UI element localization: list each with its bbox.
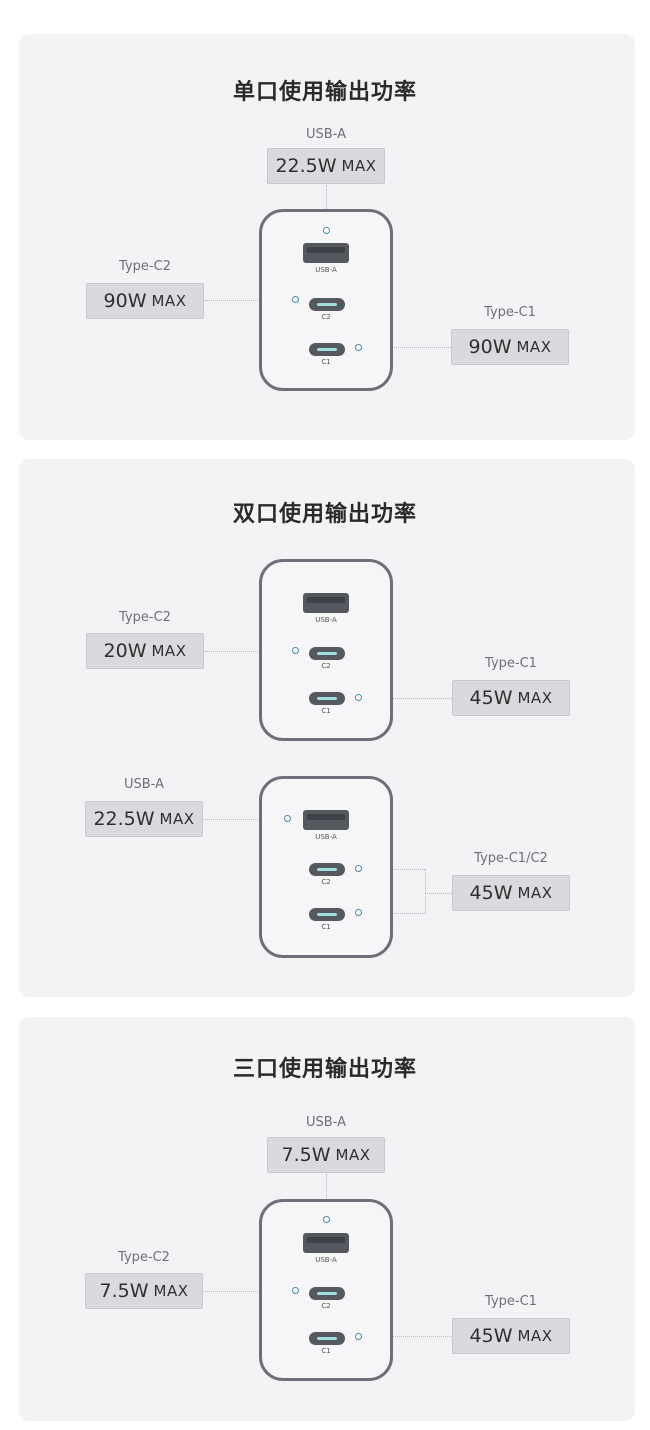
usb-a-port-icon — [303, 593, 349, 613]
watt-value: 90W — [468, 336, 512, 358]
watt-max: MAX — [335, 1146, 371, 1164]
c2-port-label: C2 — [321, 313, 331, 321]
watt-value: 45W — [469, 882, 513, 904]
usb-c-port-icon — [309, 908, 345, 921]
port-dot-icon — [292, 1287, 299, 1294]
leader-line — [362, 347, 451, 348]
usb-a-port-icon — [303, 1233, 349, 1253]
c2-port-label: C2 — [321, 878, 331, 886]
port-dot-icon — [355, 344, 362, 351]
watt-max: MAX — [517, 689, 553, 707]
watt-value: 45W — [469, 1325, 513, 1347]
charger-diagram: USB-A C2 C1 — [259, 559, 393, 741]
watt-value: 22.5W — [275, 155, 337, 177]
port-dot-icon — [284, 815, 291, 822]
usb-a-port-icon — [303, 243, 349, 263]
leader-line — [425, 869, 426, 913]
port-dot-icon — [355, 1333, 362, 1340]
leader-line — [326, 1174, 327, 1216]
port-dot-icon — [292, 296, 299, 303]
watt-max: MAX — [517, 1327, 553, 1345]
leader-line — [425, 893, 452, 894]
c1-port-label: C1 — [321, 1347, 331, 1355]
port-dot-icon — [292, 647, 299, 654]
port-name-usba: USB-A — [306, 127, 346, 142]
watt-max: MAX — [341, 157, 377, 175]
charger-diagram: USB-A C2 C1 — [259, 1199, 393, 1381]
port-name-c2: Type-C2 — [118, 1250, 170, 1265]
watt-value: 20W — [103, 640, 147, 662]
c2-port-label: C2 — [321, 1302, 331, 1310]
usb-c-port-icon — [309, 343, 345, 356]
watt-max: MAX — [517, 884, 553, 902]
usb-c-port-icon — [309, 647, 345, 660]
port-name-c2: Type-C2 — [119, 610, 171, 625]
usb-a-port-label: USB-A — [315, 616, 337, 624]
port-name-c1: Type-C1 — [485, 656, 537, 671]
watt-max: MAX — [151, 292, 187, 310]
section-title-triple: 三口使用输出功率 — [232, 1057, 417, 1082]
watt-value: 45W — [469, 687, 513, 709]
usb-c-port-icon — [309, 1332, 345, 1345]
watt-max: MAX — [516, 338, 552, 356]
usb-a-port-label: USB-A — [315, 1256, 337, 1264]
leader-line — [204, 300, 292, 301]
usb-c-port-icon — [309, 298, 345, 311]
watt-value: 22.5W — [93, 808, 155, 830]
watt-max: MAX — [159, 810, 195, 828]
leader-line — [203, 819, 284, 820]
watt-value: 7.5W — [99, 1280, 149, 1302]
c1-port-label: C1 — [321, 358, 331, 366]
port-name-c1: Type-C1 — [484, 305, 536, 320]
port-name-c1c2: Type-C1/C2 — [474, 851, 548, 866]
leader-line — [362, 869, 425, 870]
c1-port-label: C1 — [321, 707, 331, 715]
usb-a-port-icon — [303, 810, 349, 830]
port-dot-icon — [355, 909, 362, 916]
port-dot-icon — [355, 694, 362, 701]
leader-line — [362, 1336, 452, 1337]
usb-c-port-icon — [309, 1287, 345, 1300]
c2-port-label: C2 — [321, 662, 331, 670]
usb-a-port-label: USB-A — [315, 266, 337, 274]
watt-value: 7.5W — [281, 1144, 331, 1166]
port-name-c1: Type-C1 — [485, 1294, 537, 1309]
usb-a-port-label: USB-A — [315, 833, 337, 841]
watt-value: 90W — [103, 290, 147, 312]
leader-line — [362, 698, 452, 699]
watt-max: MAX — [151, 642, 187, 660]
port-dot-icon — [323, 1216, 330, 1223]
port-name-usba: USB-A — [124, 777, 164, 792]
leader-line — [204, 651, 292, 652]
port-dot-icon — [355, 865, 362, 872]
leader-line — [203, 1291, 292, 1292]
section-title-dual: 双口使用输出功率 — [232, 502, 417, 527]
c1-port-label: C1 — [321, 923, 331, 931]
charger-diagram: USB-A C2 C1 — [259, 209, 393, 391]
leader-line — [326, 185, 327, 227]
port-name-c2: Type-C2 — [119, 259, 171, 274]
watt-max: MAX — [153, 1282, 189, 1300]
section-title-single: 单口使用输出功率 — [232, 80, 417, 105]
usb-c-port-icon — [309, 863, 345, 876]
leader-line — [362, 913, 425, 914]
port-dot-icon — [323, 227, 330, 234]
port-name-usba: USB-A — [306, 1115, 346, 1130]
usb-c-port-icon — [309, 692, 345, 705]
charger-diagram: USB-A C2 C1 — [259, 776, 393, 958]
